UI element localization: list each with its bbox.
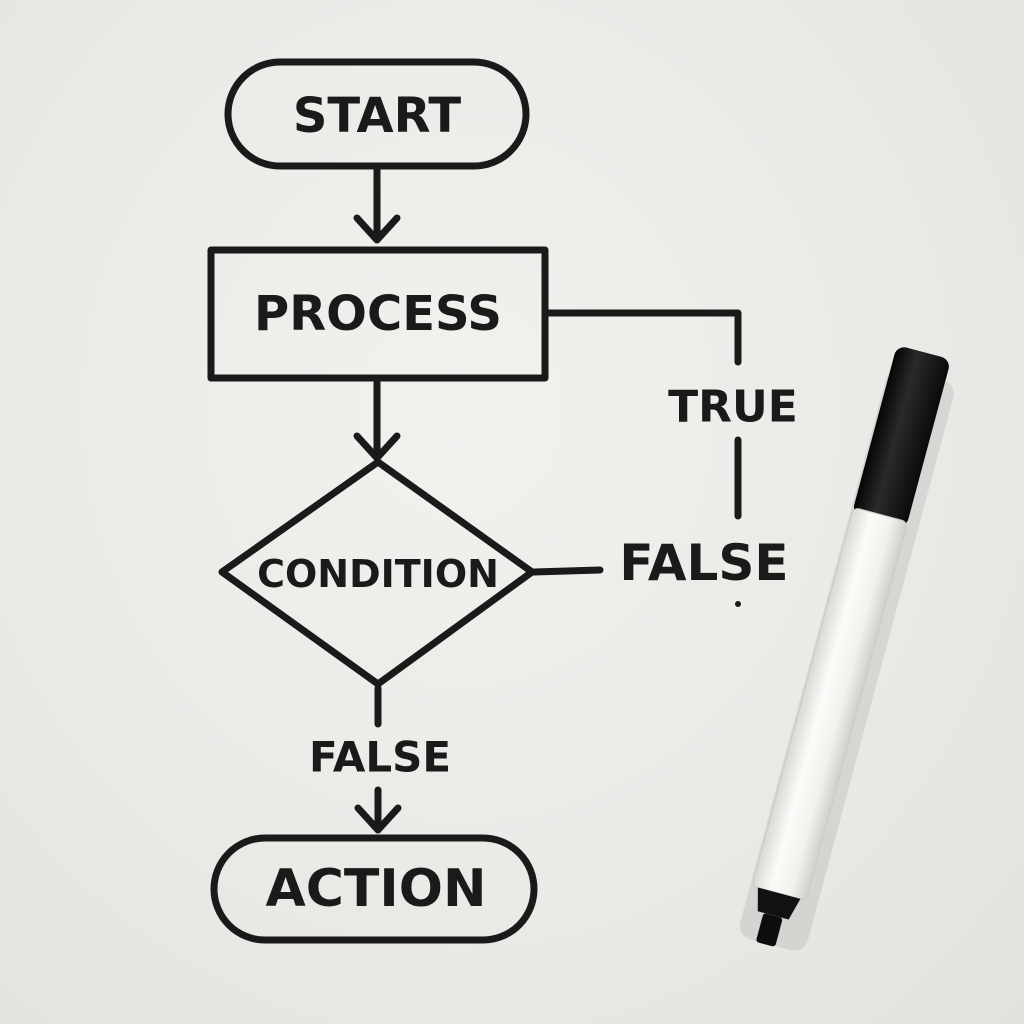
- action-label: ACTION: [266, 859, 487, 919]
- start-label: START: [293, 88, 462, 144]
- action-node: ACTION: [210, 834, 538, 944]
- true-branch-upper-line: [544, 309, 742, 366]
- false-branch-down-label: FALSE: [309, 733, 451, 782]
- false-branch-right-label: FALSE: [619, 534, 788, 592]
- marker-nib: [756, 913, 783, 947]
- false-branch-right-line: [530, 566, 604, 576]
- arrow-head: [353, 214, 401, 244]
- start-node: START: [224, 58, 530, 170]
- marker-pen: [739, 347, 954, 951]
- condition-shape: [218, 458, 536, 688]
- arrow-start-to-process: [353, 164, 401, 244]
- action-shape: [210, 834, 538, 944]
- arrow-head: [353, 432, 401, 462]
- marker-collar: [757, 887, 801, 920]
- branch-end-dot: [735, 601, 741, 607]
- true-branch-connector: [544, 309, 742, 607]
- process-node: PROCESS: [207, 246, 549, 382]
- arrow-head: [354, 804, 402, 834]
- condition-label: CONDITION: [257, 552, 499, 596]
- arrow-process-to-condition: [353, 378, 401, 462]
- true-branch-label: TRUE: [668, 382, 798, 433]
- arrow-condition-to-action: [354, 786, 402, 834]
- condition-node: CONDITION: [218, 458, 536, 688]
- process-label: PROCESS: [254, 286, 502, 342]
- marker-cap: [853, 347, 949, 527]
